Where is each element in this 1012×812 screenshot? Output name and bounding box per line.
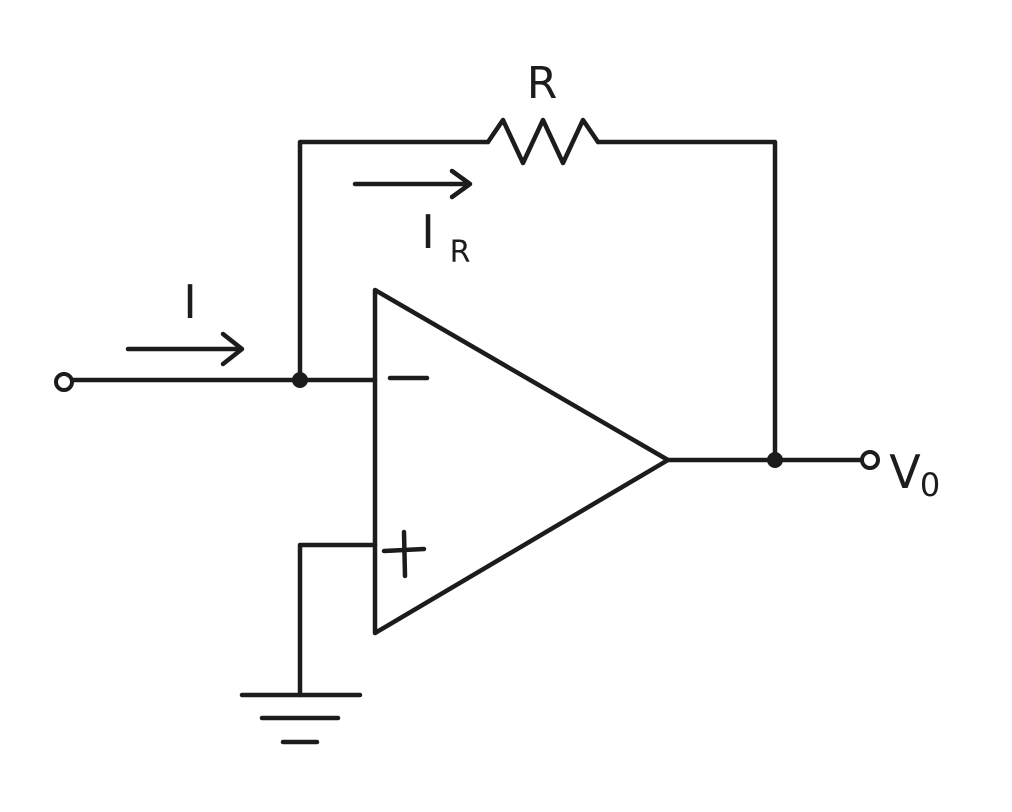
resistor-current-arrow [352,168,473,200]
output-junction-dot [767,452,783,468]
output-voltage-label-main: V [889,445,921,499]
resistor-current-label-main: I [421,205,435,259]
resistor-r [485,117,601,166]
output-terminal [860,450,880,470]
input-current-arrow [125,331,245,367]
output-voltage-label-sub: 0 [920,466,940,504]
plus-sign-icon [381,529,427,579]
input-junction-dot [292,372,308,388]
input-terminal [54,372,74,392]
feedback-wire [297,139,491,383]
feedback-wire-right [595,139,778,463]
op-amp-triangle [372,287,671,636]
ground-symbol-icon [239,692,363,745]
input-current-label: I [183,275,197,329]
resistor-current-label-sub: R [450,235,471,270]
resistor-label: R [527,58,558,109]
ground-wire [297,542,378,698]
